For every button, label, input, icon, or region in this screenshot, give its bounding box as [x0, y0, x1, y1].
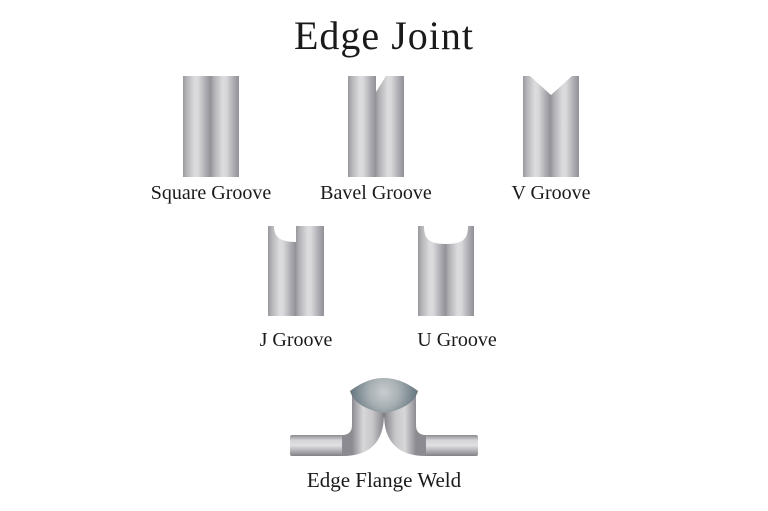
figure-label: U Groove	[417, 329, 497, 351]
figure-label: J Groove	[259, 329, 333, 351]
left-bar	[183, 76, 211, 177]
right-plate	[425, 435, 478, 456]
figure-square-groove: Square Groove	[151, 76, 271, 204]
figure-label: Bavel Groove	[320, 182, 432, 204]
right-bar-beveled	[551, 76, 579, 177]
u-groove-illustration	[418, 226, 474, 316]
figure-label: Square Groove	[150, 182, 272, 204]
weld-bead	[350, 378, 418, 413]
figure-label: Edge Flange Weld	[306, 468, 462, 492]
left-plate	[290, 435, 343, 456]
right-bar-beveled	[376, 76, 404, 177]
square-groove-illustration	[183, 76, 239, 177]
right-bar	[296, 226, 324, 316]
j-groove-illustration	[268, 226, 324, 316]
right-bar-u-cut	[446, 226, 474, 316]
left-bar-u-cut	[418, 226, 446, 316]
v-groove-illustration	[523, 76, 579, 177]
left-bar-j-cut	[268, 226, 296, 316]
edge-flange-weld-illustration	[290, 378, 478, 456]
page-title: Edge Joint	[294, 13, 474, 58]
figure-u-groove: U Groove	[417, 226, 497, 351]
figure-bavel-groove: Bavel Groove	[320, 76, 432, 204]
figure-v-groove: V Groove	[511, 76, 591, 204]
figure-label: V Groove	[511, 182, 591, 204]
figure-edge-flange-weld: Edge Flange Weld	[285, 372, 483, 492]
figure-j-groove: J Groove	[260, 226, 332, 351]
right-bar	[211, 76, 239, 177]
left-bar	[348, 76, 376, 177]
left-bar-beveled	[523, 76, 551, 177]
bavel-groove-illustration	[348, 76, 404, 177]
